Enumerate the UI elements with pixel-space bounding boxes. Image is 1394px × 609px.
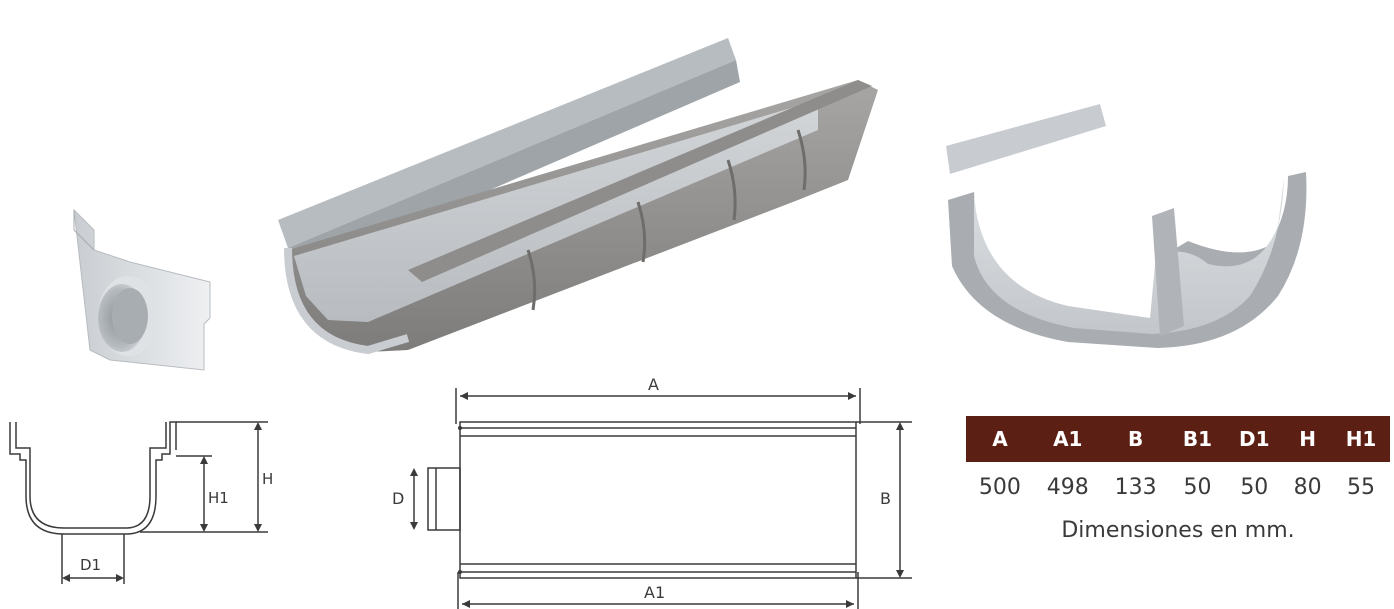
end-cap-outlet-photo: [73, 208, 211, 371]
profile-drawing: H1 H D1: [9, 421, 273, 584]
value-d1: 50: [1240, 474, 1269, 500]
value-b: 133: [1114, 474, 1157, 500]
channel-photo: [278, 38, 878, 355]
header-a: A: [966, 416, 1034, 462]
header-b: B: [1101, 416, 1170, 462]
header-d1: D1: [1225, 416, 1284, 462]
value-a: 500: [978, 474, 1021, 500]
label-h1: H1: [208, 489, 229, 507]
header-h: H: [1283, 416, 1333, 462]
header-a1: A1: [1033, 416, 1102, 462]
label-a: A: [648, 376, 659, 394]
header-b1: B1: [1169, 416, 1226, 462]
value-h1: 55: [1347, 474, 1376, 500]
label-a1: A1: [644, 583, 665, 602]
label-h: H: [262, 470, 273, 488]
top-view-drawing: A A1 B D: [392, 376, 912, 609]
end-cap-photo: [946, 104, 1307, 348]
value-b1: 50: [1183, 474, 1212, 500]
header-h1: H1: [1332, 416, 1390, 462]
dimensions-caption: Dimensiones en mm.: [1061, 518, 1295, 543]
label-b: B: [880, 489, 891, 508]
table-header-row: A A1 B B1 D1 H H1: [966, 416, 1390, 462]
label-d1: D1: [80, 556, 101, 574]
table-row: 500 498 133 50 50 80 55: [966, 462, 1390, 512]
dimension-table: A A1 B B1 D1 H H1 500 498 133 50 50 80 5…: [966, 416, 1390, 512]
label-d: D: [392, 489, 404, 508]
value-a1: 498: [1046, 474, 1089, 500]
value-h: 80: [1293, 474, 1322, 500]
